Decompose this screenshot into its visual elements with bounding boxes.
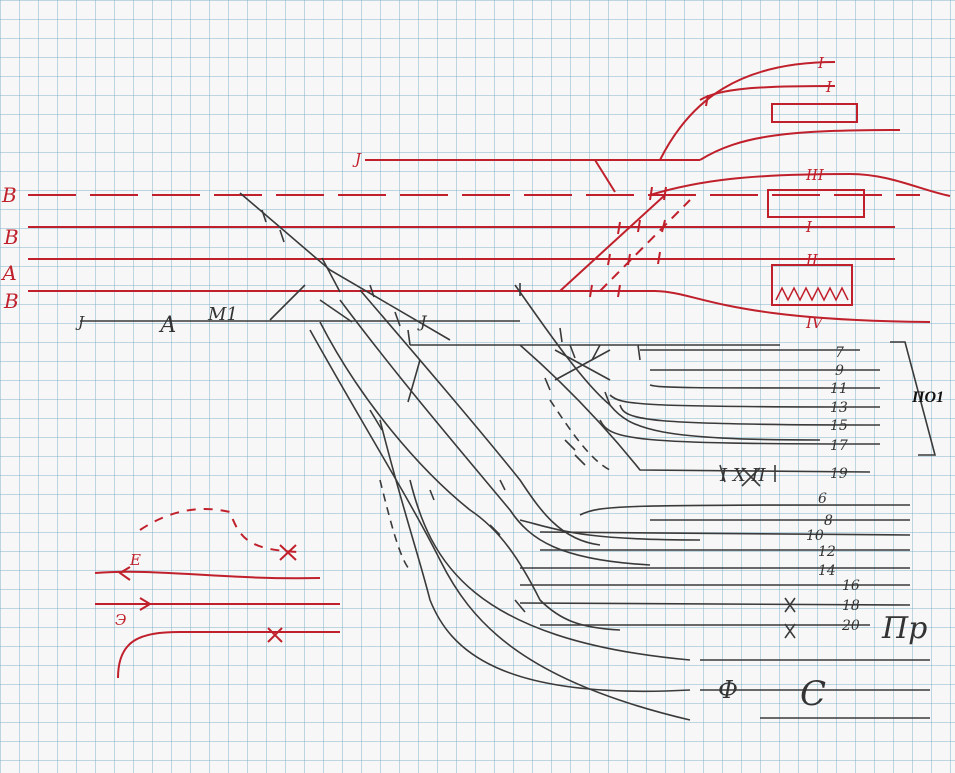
num-18: 18 bbox=[842, 598, 860, 614]
track-i-second bbox=[699, 85, 836, 101]
num-10: 10 bbox=[806, 528, 824, 544]
label-j-mid: J bbox=[417, 312, 428, 331]
label-track-i-1: I bbox=[817, 54, 825, 72]
red-bottom-3 bbox=[117, 631, 340, 679]
label-a: А bbox=[0, 261, 17, 285]
fan-lead-7 bbox=[519, 519, 701, 541]
group-bracket bbox=[890, 341, 937, 456]
label-b-1: В bbox=[1, 183, 17, 207]
num-13: 13 bbox=[830, 400, 848, 416]
num-15: 15 bbox=[830, 418, 848, 434]
red-ticks bbox=[589, 94, 709, 298]
odd-track-numbers: 7 9 11 13 15 17 19 bbox=[830, 345, 848, 482]
label-a-small: А bbox=[158, 313, 177, 338]
track-11 bbox=[649, 384, 881, 389]
track-b-fourth bbox=[28, 290, 931, 323]
track-17 bbox=[599, 419, 881, 445]
track-18 bbox=[519, 602, 911, 606]
num-9: 9 bbox=[835, 363, 844, 379]
fan-lead-4 bbox=[309, 329, 691, 721]
track-6 bbox=[579, 504, 911, 516]
label-track-iii: III bbox=[805, 166, 825, 184]
platform-top bbox=[771, 103, 858, 123]
num-16: 16 bbox=[842, 578, 860, 594]
label-b-3: В bbox=[3, 289, 19, 313]
red-x-marks bbox=[267, 544, 297, 643]
fan-lead-3 bbox=[339, 299, 651, 566]
platform-hatched bbox=[771, 264, 853, 306]
yard-dash-2 bbox=[379, 479, 411, 571]
left-labels: В В А В bbox=[0, 183, 19, 313]
pencil-ticks bbox=[261, 209, 796, 639]
group-po-label: ПО1 bbox=[911, 389, 944, 406]
track-i-upper bbox=[659, 61, 836, 161]
red-arrows bbox=[118, 566, 152, 611]
pencil-labels: J А М1 J 7 9 11 13 15 17 19 6 8 10 12 14… bbox=[75, 304, 927, 714]
red-bottom-e-dash bbox=[139, 508, 301, 553]
group-pr-label: Пр bbox=[881, 611, 927, 646]
crossover-red-1 bbox=[559, 194, 666, 292]
label-track-iv: IV bbox=[805, 314, 825, 332]
diagonal-left-cross bbox=[269, 284, 306, 321]
pencil-yard-tracks bbox=[80, 192, 937, 721]
num-17: 17 bbox=[830, 438, 848, 454]
num-19: 19 bbox=[830, 466, 848, 482]
red-track-labels: I I III I II IV J Е Э bbox=[115, 54, 833, 629]
yard-diag-mid bbox=[519, 344, 871, 473]
bottom-mark-f: Ф bbox=[718, 676, 738, 704]
fan-lead-5 bbox=[409, 479, 691, 661]
label-track-i-3: I bbox=[805, 218, 813, 236]
yard-diag-top bbox=[514, 284, 821, 441]
red-switch-v bbox=[594, 159, 616, 193]
fan-lead-6 bbox=[379, 419, 691, 692]
label-e: Е bbox=[129, 551, 141, 569]
red-main-tracks bbox=[28, 61, 951, 679]
label-track-i-2: I bbox=[825, 78, 833, 96]
num-7: 7 bbox=[835, 345, 844, 361]
yard-dash bbox=[549, 399, 611, 471]
track-iii-curve bbox=[649, 172, 951, 197]
label-track-ii: II bbox=[805, 251, 819, 269]
platform-mid bbox=[767, 189, 865, 218]
diagonal-main bbox=[239, 192, 451, 341]
num-12: 12 bbox=[818, 544, 836, 560]
label-z: Э bbox=[115, 611, 126, 629]
crossover-red-2 bbox=[599, 199, 691, 292]
fan-lead-1 bbox=[319, 321, 621, 631]
num-14: 14 bbox=[818, 563, 836, 579]
mid-mark: I X II bbox=[719, 465, 766, 486]
num-20: 20 bbox=[841, 618, 860, 634]
platform-hatch bbox=[775, 286, 849, 302]
track-upper-right bbox=[699, 129, 901, 161]
even-track-numbers: 6 8 10 12 14 16 18 20 bbox=[806, 491, 860, 634]
track-10 bbox=[539, 531, 911, 536]
bottom-mark-c: С bbox=[800, 674, 826, 714]
num-11: 11 bbox=[830, 381, 848, 397]
track-13 bbox=[609, 394, 881, 408]
red-bottom-e bbox=[94, 570, 321, 580]
track-15 bbox=[619, 404, 881, 426]
label-j-top: J bbox=[352, 150, 362, 168]
num-8: 8 bbox=[824, 513, 833, 529]
label-b-2: В bbox=[3, 225, 19, 249]
label-m1: М1 bbox=[207, 304, 238, 325]
label-j-left: J bbox=[75, 313, 85, 331]
num-6: 6 bbox=[818, 491, 827, 507]
crossing-x-1 bbox=[554, 349, 611, 381]
fan-lead-2 bbox=[359, 289, 601, 546]
